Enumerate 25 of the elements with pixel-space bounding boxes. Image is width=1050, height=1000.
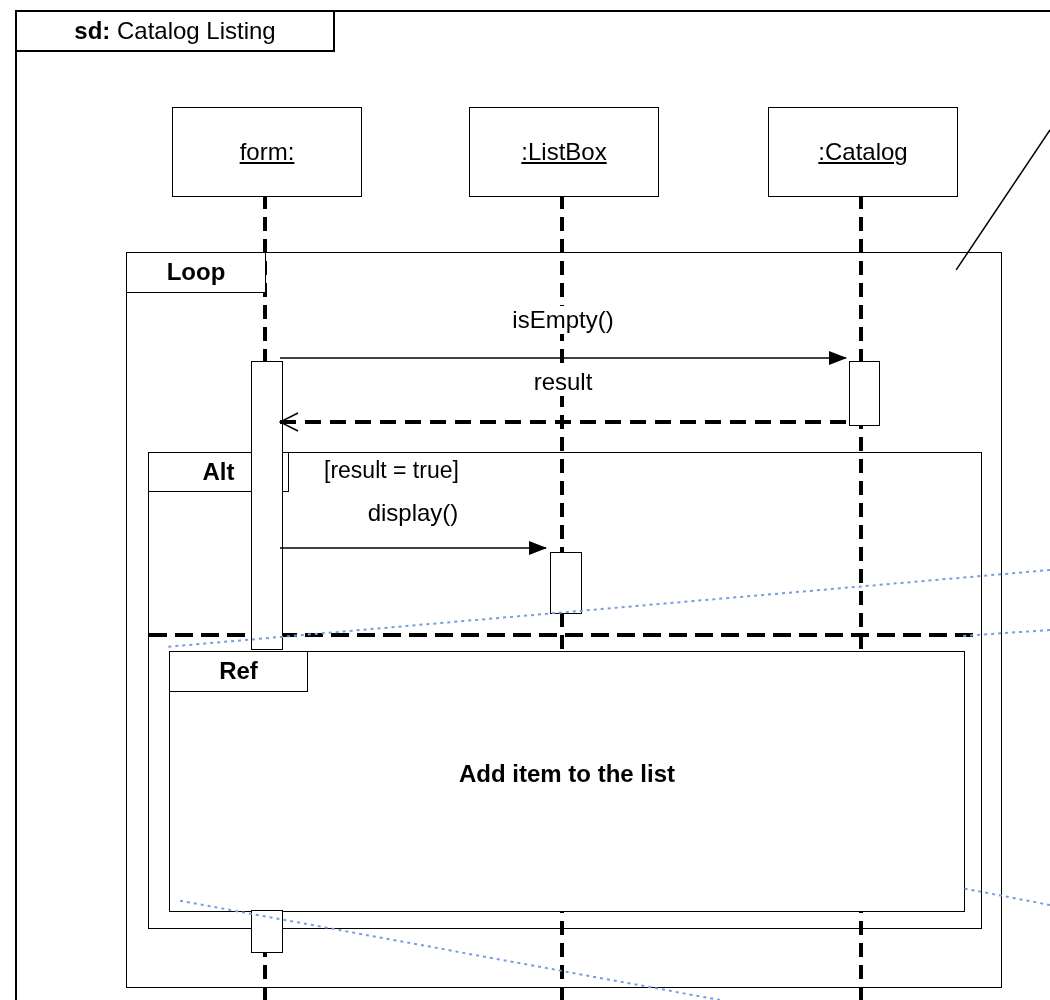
frame-tab-label: Ref [170,652,308,692]
alt-fragment [148,452,982,929]
message-arrow [279,541,547,555]
return-arrow [279,412,846,432]
object-name: :Catalog [817,137,909,167]
sequence-frame [15,10,1050,1000]
lifeline-head [768,107,958,197]
object-name: :ListBox [520,137,608,167]
message-arrow [279,351,847,365]
activation-bar [849,361,880,426]
ref-fragment [169,651,965,912]
activation-bar [251,361,283,650]
object-name: form: [238,137,296,167]
lifeline-head [469,107,659,197]
activation-bar [550,552,582,614]
lifeline-head [172,107,362,197]
frame-tab-label: Loop [127,253,266,293]
frame-tab-label: sd: Catalog Listing [17,12,335,52]
message-label: isEmpty() [510,306,616,334]
reference-name: Add item to the list [458,760,676,788]
leader-line [955,129,1050,271]
activation-bar [251,910,283,953]
guard-condition: [result = true] [324,457,459,484]
leader-line [960,629,1050,638]
loop-fragment [126,252,1002,988]
